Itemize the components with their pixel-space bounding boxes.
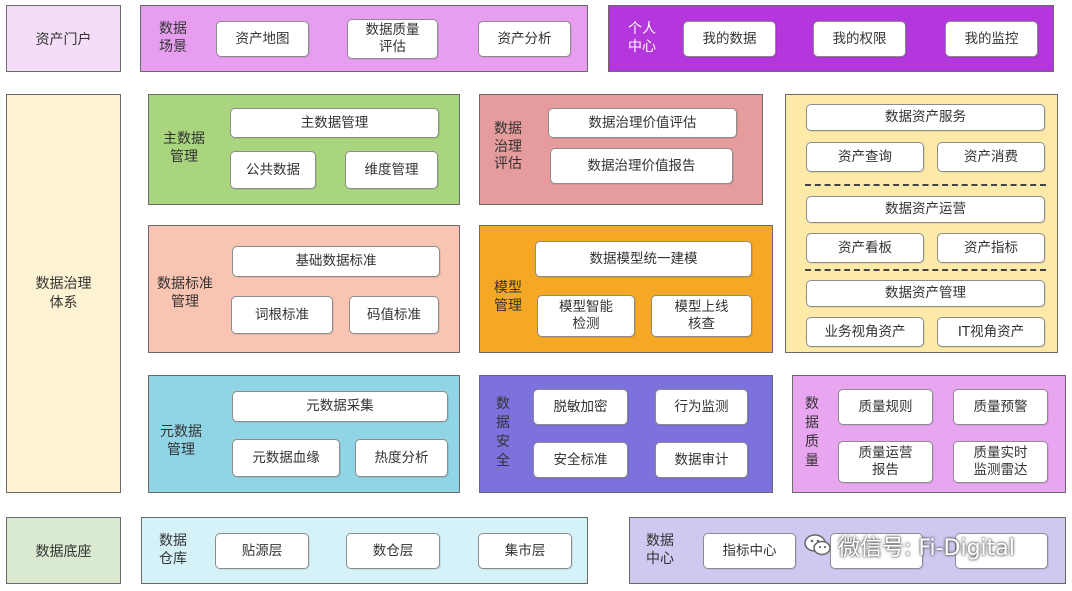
metadata-collect[interactable]: 元数据采集: [232, 391, 448, 422]
assets-management-title[interactable]: 数据资产管理: [806, 280, 1045, 307]
assets-panel: [785, 94, 1058, 353]
scenes-label: 数据 场景: [159, 21, 187, 55]
datacenter-box-3[interactable]: [955, 533, 1048, 569]
governance-label: 数据治理 体系: [35, 276, 92, 311]
personal-my-monitor[interactable]: 我的监控: [945, 21, 1038, 57]
standard-root-word[interactable]: 词根标准: [231, 296, 333, 334]
assets-divider-1: [805, 184, 1046, 186]
quality-ops-report[interactable]: 质量运营 报告: [838, 441, 933, 483]
assets-query[interactable]: 资产查询: [806, 142, 924, 172]
base-panel: 数据底座: [6, 517, 121, 584]
portal-label: 资产门户: [35, 31, 92, 48]
assets-dashboard[interactable]: 资产看板: [806, 233, 924, 263]
warehouse-dw-layer[interactable]: 数仓层: [346, 533, 440, 569]
assets-it-view[interactable]: IT视角资产: [937, 317, 1045, 347]
quality-rules[interactable]: 质量规则: [838, 389, 933, 425]
quality-realtime-radar[interactable]: 质量实时 监测雷达: [953, 441, 1048, 483]
assets-consume[interactable]: 资产消费: [937, 142, 1045, 172]
metadata-heat[interactable]: 热度分析: [355, 439, 448, 477]
base-label: 数据底座: [35, 543, 92, 560]
security-audit[interactable]: 数据审计: [655, 442, 748, 478]
model-online-check[interactable]: 模型上线 核查: [651, 295, 752, 337]
security-mask-encrypt[interactable]: 脱敏加密: [533, 389, 628, 425]
scene-quality-eval[interactable]: 数据质量 评估: [347, 19, 438, 59]
security-behavior-monitor[interactable]: 行为监测: [655, 389, 748, 425]
assets-service-title[interactable]: 数据资产服务: [806, 104, 1045, 131]
watermark-text: 微信号: Fi-Digital: [838, 536, 1015, 561]
warehouse-mart-layer[interactable]: 集市层: [478, 533, 572, 569]
evaluation-value-assess[interactable]: 数据治理价值评估: [548, 108, 737, 138]
assets-business-view[interactable]: 业务视角资产: [806, 317, 924, 347]
standard-code-value[interactable]: 码值标准: [349, 296, 439, 334]
portal-panel: 资产门户: [6, 5, 121, 72]
metadata-label: 元数据 管理: [160, 424, 202, 458]
datacenter-metric-center[interactable]: 指标中心: [703, 533, 796, 569]
quality-label: 数 据 质 量: [805, 396, 819, 469]
evaluation-value-report[interactable]: 数据治理价值报告: [550, 148, 733, 184]
assets-divider-2: [805, 269, 1046, 271]
personal-my-data[interactable]: 我的数据: [683, 21, 776, 57]
metadata-lineage[interactable]: 元数据血缘: [232, 439, 340, 477]
warehouse-source-layer[interactable]: 贴源层: [215, 533, 309, 569]
datacenter-label: 数据 中心: [646, 533, 674, 567]
master-top[interactable]: 主数据管理: [230, 108, 439, 138]
scene-asset-analysis[interactable]: 资产分析: [478, 21, 571, 57]
evaluation-label: 数据 治理 评估: [494, 121, 522, 172]
governance-panel: 数据治理 体系: [6, 94, 121, 493]
model-label: 模型 管理: [494, 280, 522, 314]
personal-my-permissions[interactable]: 我的权限: [813, 21, 906, 57]
quality-alert[interactable]: 质量预警: [953, 389, 1048, 425]
warehouse-label: 数据 仓库: [159, 533, 187, 567]
datacenter-box-2[interactable]: [830, 533, 923, 569]
master-dimension[interactable]: 维度管理: [345, 151, 438, 189]
model-smart-detect[interactable]: 模型智能 检测: [537, 295, 635, 337]
master-label: 主数据 管理: [163, 131, 205, 165]
security-label: 数 据 安 全: [496, 396, 510, 469]
security-standard[interactable]: 安全标准: [533, 442, 628, 478]
assets-operation-title[interactable]: 数据资产运营: [806, 196, 1045, 223]
standard-label: 数据标准 管理: [157, 276, 213, 310]
standard-top[interactable]: 基础数据标准: [232, 246, 440, 277]
assets-metrics[interactable]: 资产指标: [937, 233, 1045, 263]
scene-asset-map[interactable]: 资产地图: [216, 21, 309, 57]
wechat-icon: [803, 530, 833, 560]
personal-label: 个人 中心: [628, 21, 656, 55]
master-public-data[interactable]: 公共数据: [230, 151, 316, 189]
model-unified[interactable]: 数据模型统一建模: [535, 241, 752, 277]
